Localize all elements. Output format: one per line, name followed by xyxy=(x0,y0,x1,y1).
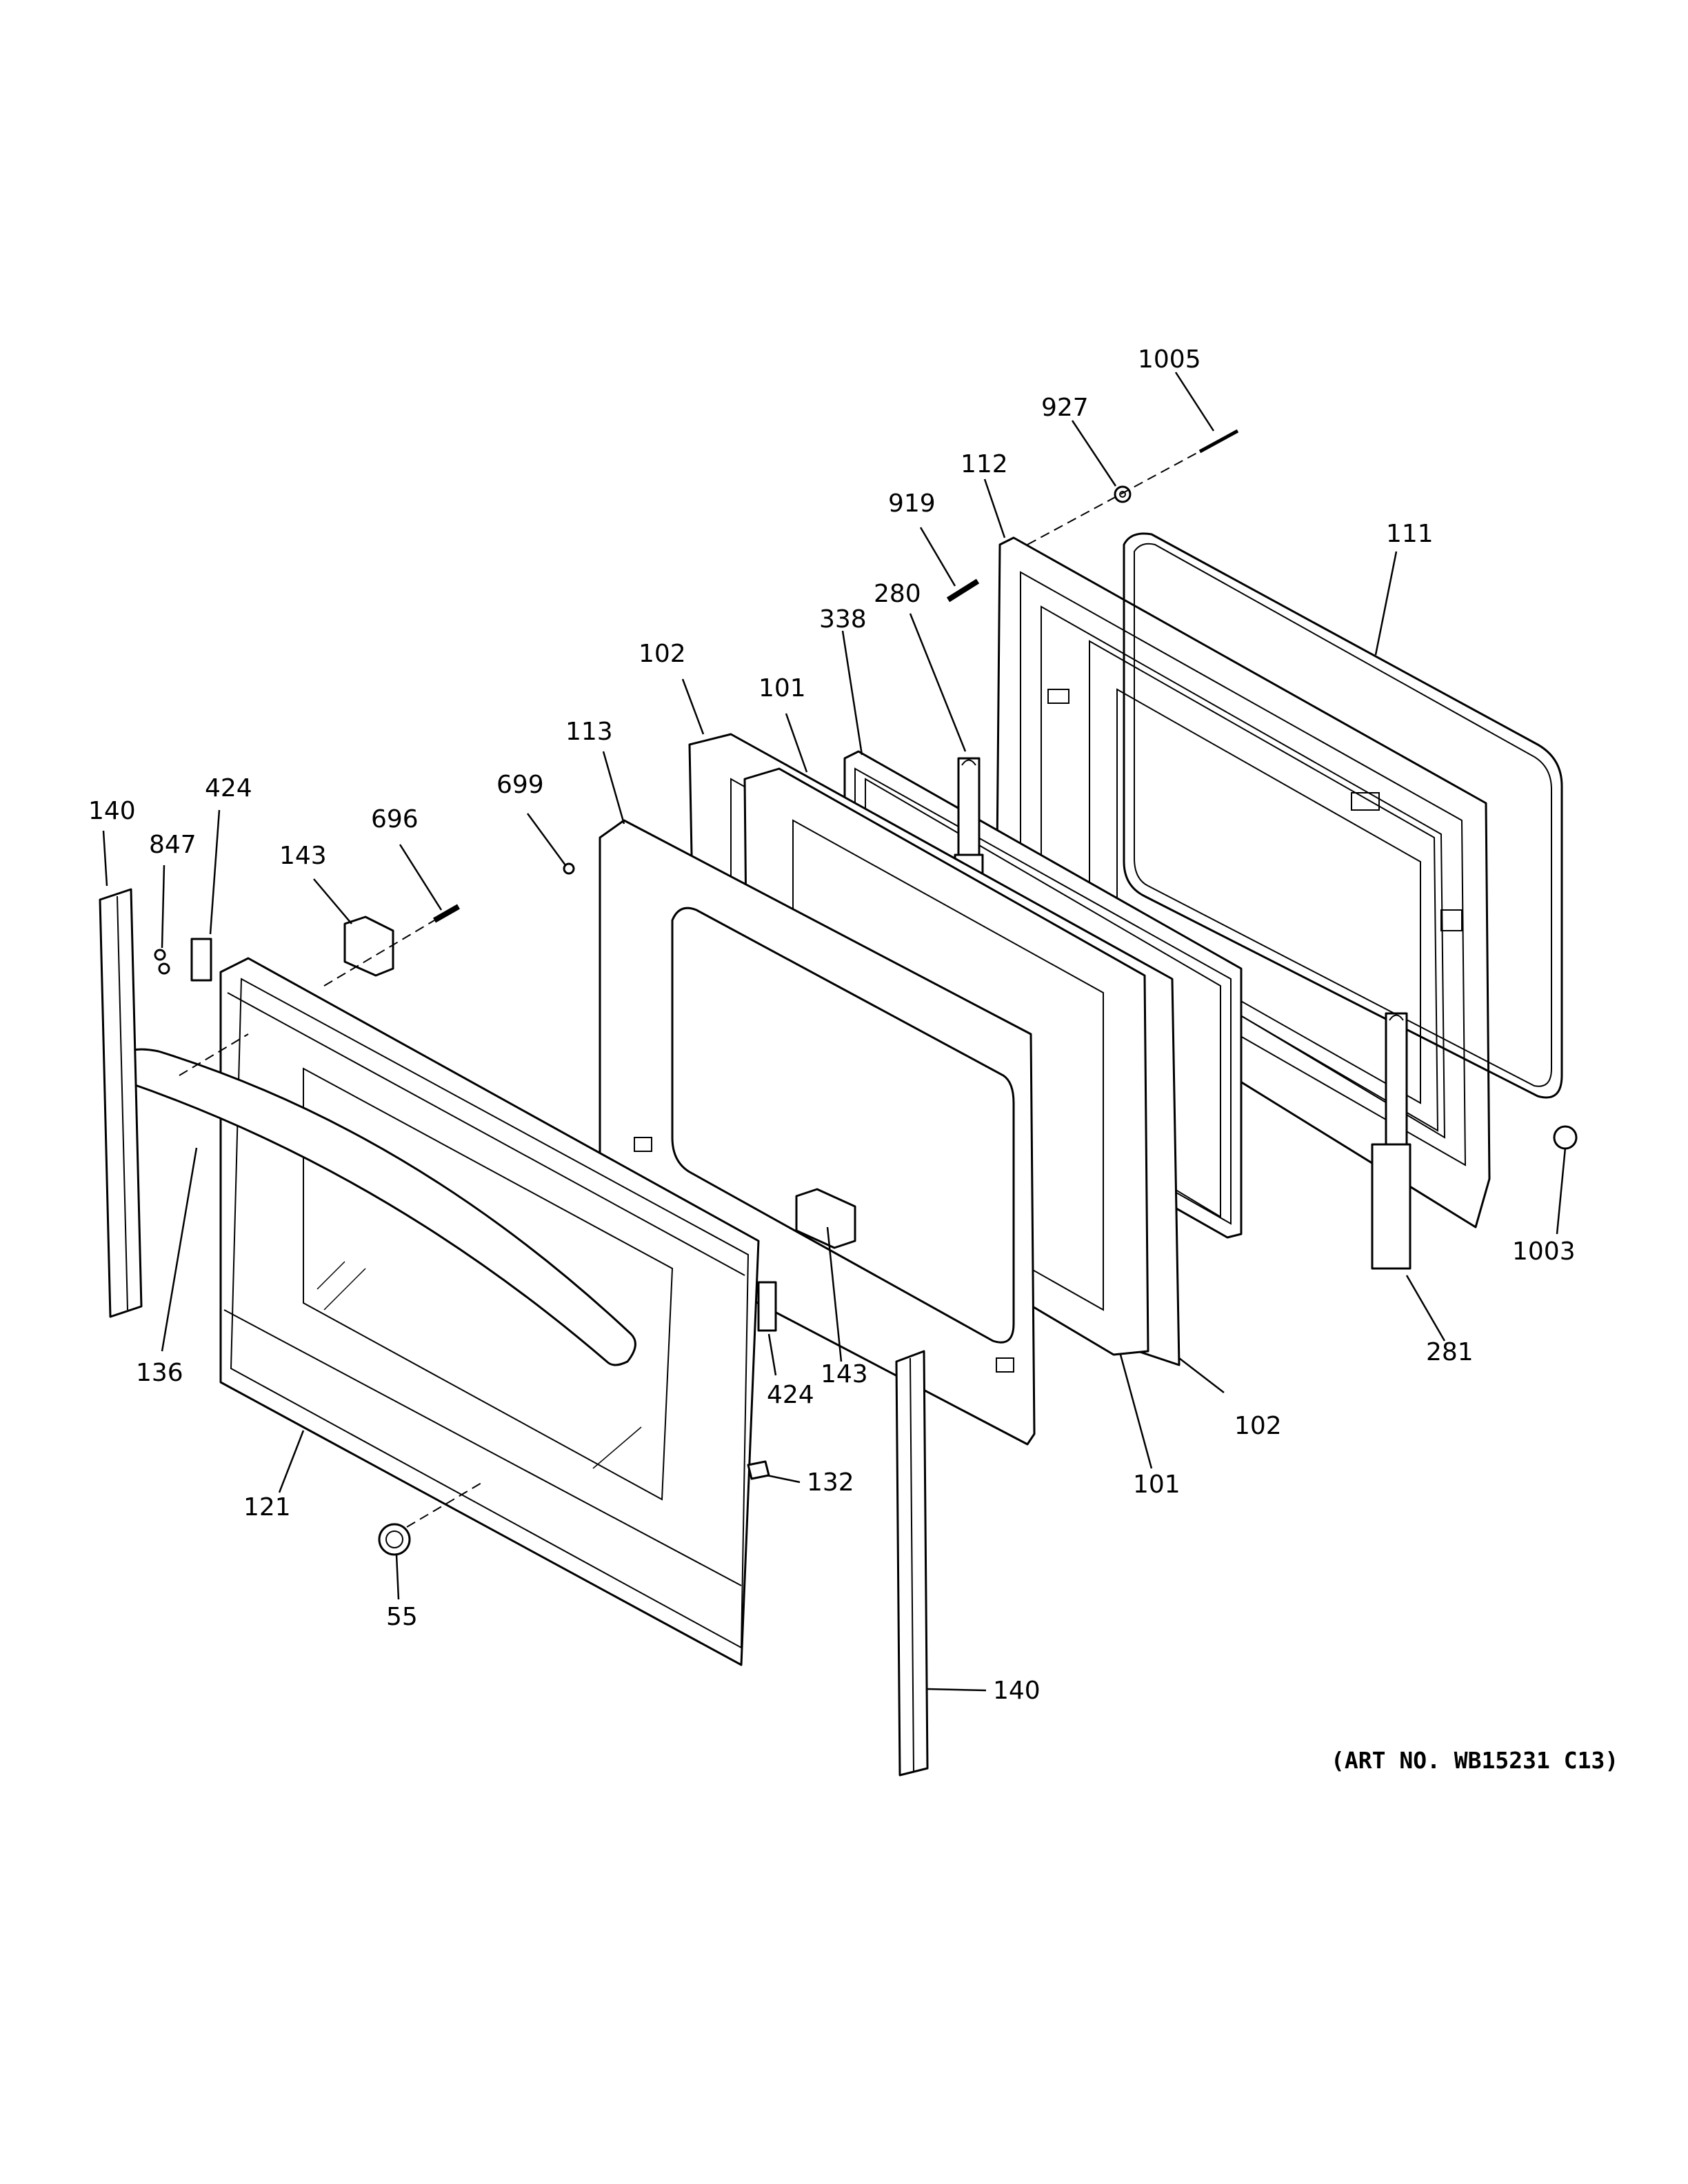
callout-1003: 1003 xyxy=(1512,1237,1576,1266)
callout-112: 112 xyxy=(961,450,1008,478)
callout-424-left: 424 xyxy=(205,774,252,802)
screw-699 xyxy=(563,862,575,875)
callout-847: 847 xyxy=(149,831,197,859)
callout-136: 136 xyxy=(136,1359,183,1387)
bracket-424-left xyxy=(190,938,212,982)
callout-132: 132 xyxy=(807,1468,854,1497)
callout-280: 280 xyxy=(874,580,921,608)
callout-102-top: 102 xyxy=(639,640,686,668)
callout-919: 919 xyxy=(888,489,936,518)
washer-927 xyxy=(1114,485,1132,503)
screw-919 xyxy=(946,578,980,603)
callout-111: 111 xyxy=(1386,520,1434,548)
screws-847 xyxy=(154,949,170,975)
door-liner-112 xyxy=(995,536,1491,1228)
callout-699: 699 xyxy=(496,771,544,799)
side-trim-140-left xyxy=(99,888,143,1318)
callout-696: 696 xyxy=(371,805,419,833)
leader-lines xyxy=(102,372,1567,1692)
callout-143-left: 143 xyxy=(279,842,327,870)
callout-labels: 1005 927 112 919 111 338 280 102 101 113… xyxy=(88,345,1576,1705)
hinge-plate-143-left xyxy=(343,916,394,977)
callout-102-bottom: 102 xyxy=(1234,1412,1282,1440)
callout-927: 927 xyxy=(1041,394,1089,422)
hinge-plate-143-right xyxy=(795,1188,856,1249)
bracket-424-right xyxy=(757,1281,777,1332)
assembly-lines xyxy=(179,430,1238,1528)
callout-101-bottom: 101 xyxy=(1133,1470,1180,1499)
callout-143-right: 143 xyxy=(821,1360,868,1388)
callout-101-top: 101 xyxy=(758,674,806,702)
label-132 xyxy=(747,1460,770,1480)
callout-121: 121 xyxy=(243,1493,291,1521)
hinge-281 xyxy=(1371,1012,1411,1270)
art-number-label: (ART NO. WB15231 C13) xyxy=(1331,1747,1619,1774)
door-gasket-111 xyxy=(1123,532,1563,1099)
callout-424-right: 424 xyxy=(767,1381,814,1409)
callout-140-right: 140 xyxy=(993,1677,1041,1705)
bumper-1003 xyxy=(1553,1125,1578,1150)
callout-113: 113 xyxy=(565,718,613,746)
callout-140-left: 140 xyxy=(88,797,136,825)
callout-55: 55 xyxy=(386,1603,418,1631)
callout-1005: 1005 xyxy=(1138,345,1201,374)
handle-136 xyxy=(119,1048,636,1366)
callout-338: 338 xyxy=(819,605,867,634)
side-trim-140-right xyxy=(895,1350,929,1777)
callout-281: 281 xyxy=(1426,1338,1474,1366)
screw-696 xyxy=(433,904,460,923)
badge-55 xyxy=(378,1523,411,1556)
